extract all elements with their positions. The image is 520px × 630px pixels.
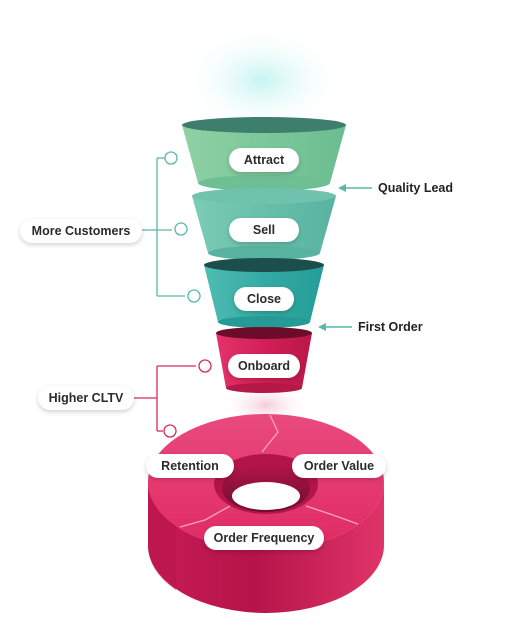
stage-label-onboard: Onboard <box>228 354 300 378</box>
ring-label-order-frequency: Order Frequency <box>204 526 324 550</box>
stage-label-sell: Sell <box>229 218 299 242</box>
more-customers-bracket <box>140 151 201 303</box>
ring-label-order-value: Order Value <box>292 454 386 478</box>
quality-lead-arrow <box>338 184 372 192</box>
first-order-label: First Order <box>358 320 423 334</box>
ring-label-retention: Retention <box>146 454 234 478</box>
first-order-arrow <box>318 323 352 331</box>
stage-label-close: Close <box>234 287 294 311</box>
top-glow <box>182 25 342 135</box>
retention-ring <box>147 414 384 613</box>
higher-cltv-label: Higher CLTV <box>38 386 134 410</box>
stage-label-attract: Attract <box>229 148 299 172</box>
quality-lead-label: Quality Lead <box>378 181 454 195</box>
more-customers-label: More Customers <box>20 219 142 243</box>
higher-cltv-bracket <box>134 359 212 438</box>
